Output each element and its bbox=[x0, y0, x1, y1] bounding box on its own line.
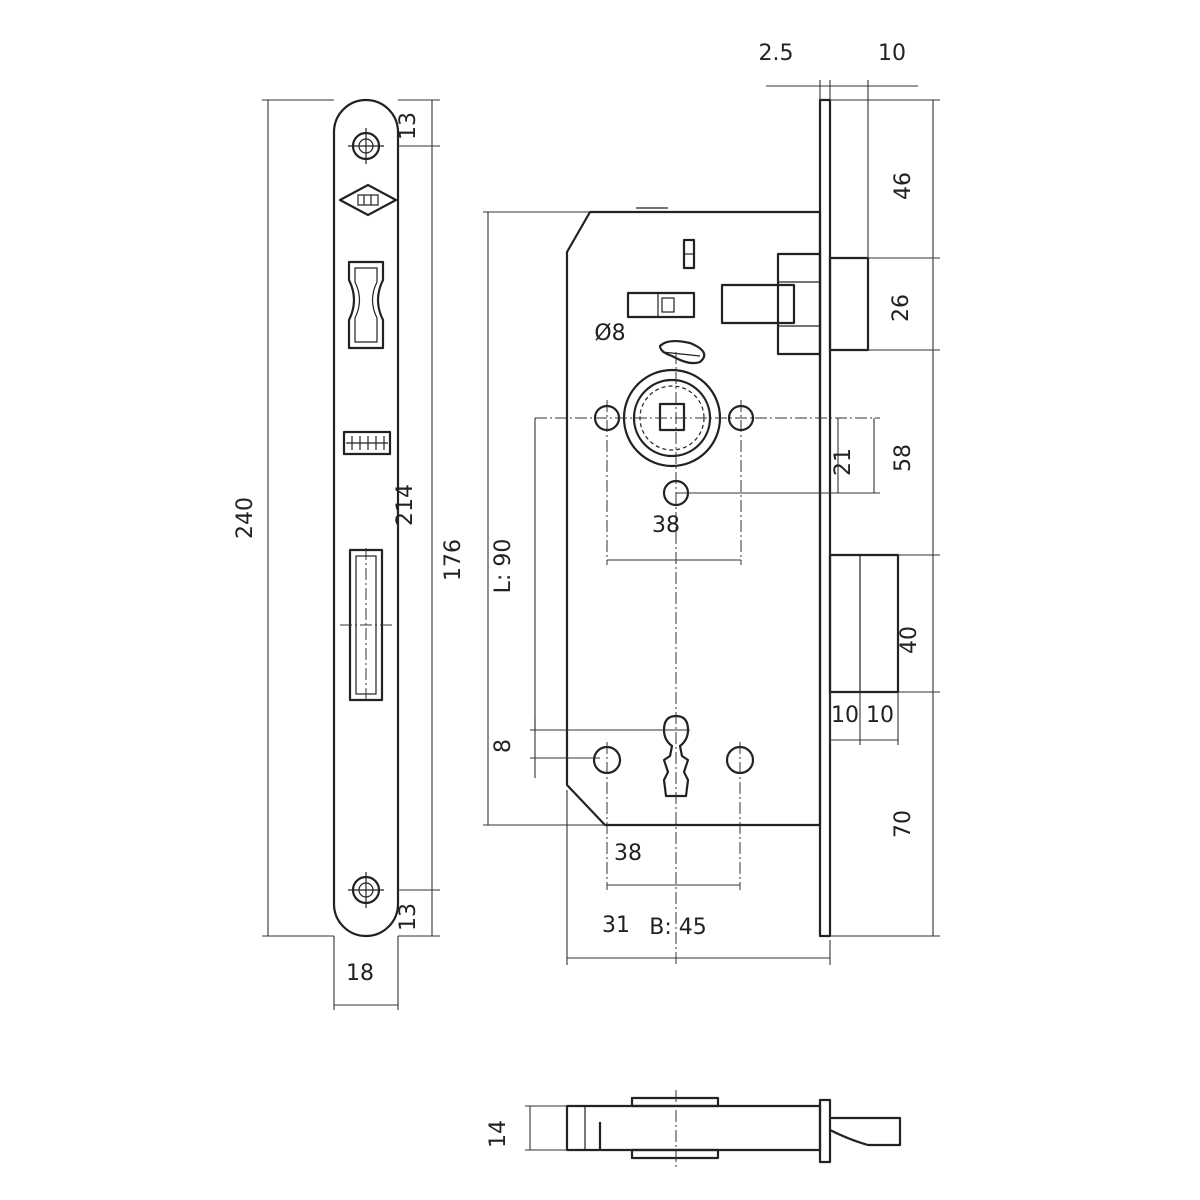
dim-key-hole-spacing: 38 bbox=[614, 841, 642, 866]
dim-deadbolt-width-b: 10 bbox=[866, 703, 894, 728]
spindle-square bbox=[658, 402, 686, 432]
dim-bottom-thickness: 14 bbox=[486, 1120, 511, 1148]
dim-body-edge: 31 bbox=[602, 913, 630, 938]
deadbolt bbox=[828, 553, 900, 694]
dim-top-offset: 13 bbox=[396, 112, 421, 140]
faceplate-view bbox=[262, 98, 440, 1010]
follower-block bbox=[626, 291, 696, 319]
dim-deadbolt-width-a: 10 bbox=[831, 703, 859, 728]
latch-opening bbox=[347, 260, 385, 350]
bottom-latch bbox=[829, 1116, 902, 1147]
brand-mark-icon bbox=[342, 430, 392, 456]
dim-forend-offset: 10 bbox=[878, 41, 906, 66]
dim-spindle-to-hole: 21 bbox=[831, 448, 856, 476]
dim-center-distance: L: 90 bbox=[491, 539, 516, 594]
dim-backset: B: 45 bbox=[649, 915, 707, 940]
dim-bottom-offset: 13 bbox=[396, 903, 421, 931]
dim-faceplate-width: 18 bbox=[346, 961, 374, 986]
cam-lever bbox=[658, 339, 706, 365]
dim-body-height: 176 bbox=[441, 539, 466, 581]
bottom-forend bbox=[818, 1098, 832, 1164]
dim-keyhole-size: 8 bbox=[491, 739, 516, 753]
dim-faceplate-height: 240 bbox=[233, 497, 258, 539]
bottom-case bbox=[565, 1104, 822, 1152]
dim-latch-offset: 46 bbox=[891, 172, 916, 200]
latch-bolt bbox=[828, 256, 870, 352]
dim-latch-height: 26 bbox=[889, 294, 914, 322]
dim-screw-distance: 214 bbox=[393, 484, 418, 526]
dim-bottom-offset-lockbody: 70 bbox=[891, 810, 916, 838]
dim-spindle-to-keyhole: 58 bbox=[891, 444, 916, 472]
bottom-view bbox=[525, 1090, 902, 1170]
forend-plate bbox=[818, 98, 832, 938]
diamond-logo-icon bbox=[338, 183, 398, 217]
dim-spindle-diameter: Ø8 bbox=[594, 321, 625, 346]
dim-handle-hole-spacing: 38 bbox=[652, 513, 680, 538]
lockbody-view bbox=[483, 80, 940, 965]
dim-deadbolt-height: 40 bbox=[897, 626, 922, 654]
faceplate-outline bbox=[332, 98, 400, 938]
latch-bolt-housing bbox=[776, 252, 822, 356]
dim-forend-thickness: 2.5 bbox=[759, 41, 794, 66]
